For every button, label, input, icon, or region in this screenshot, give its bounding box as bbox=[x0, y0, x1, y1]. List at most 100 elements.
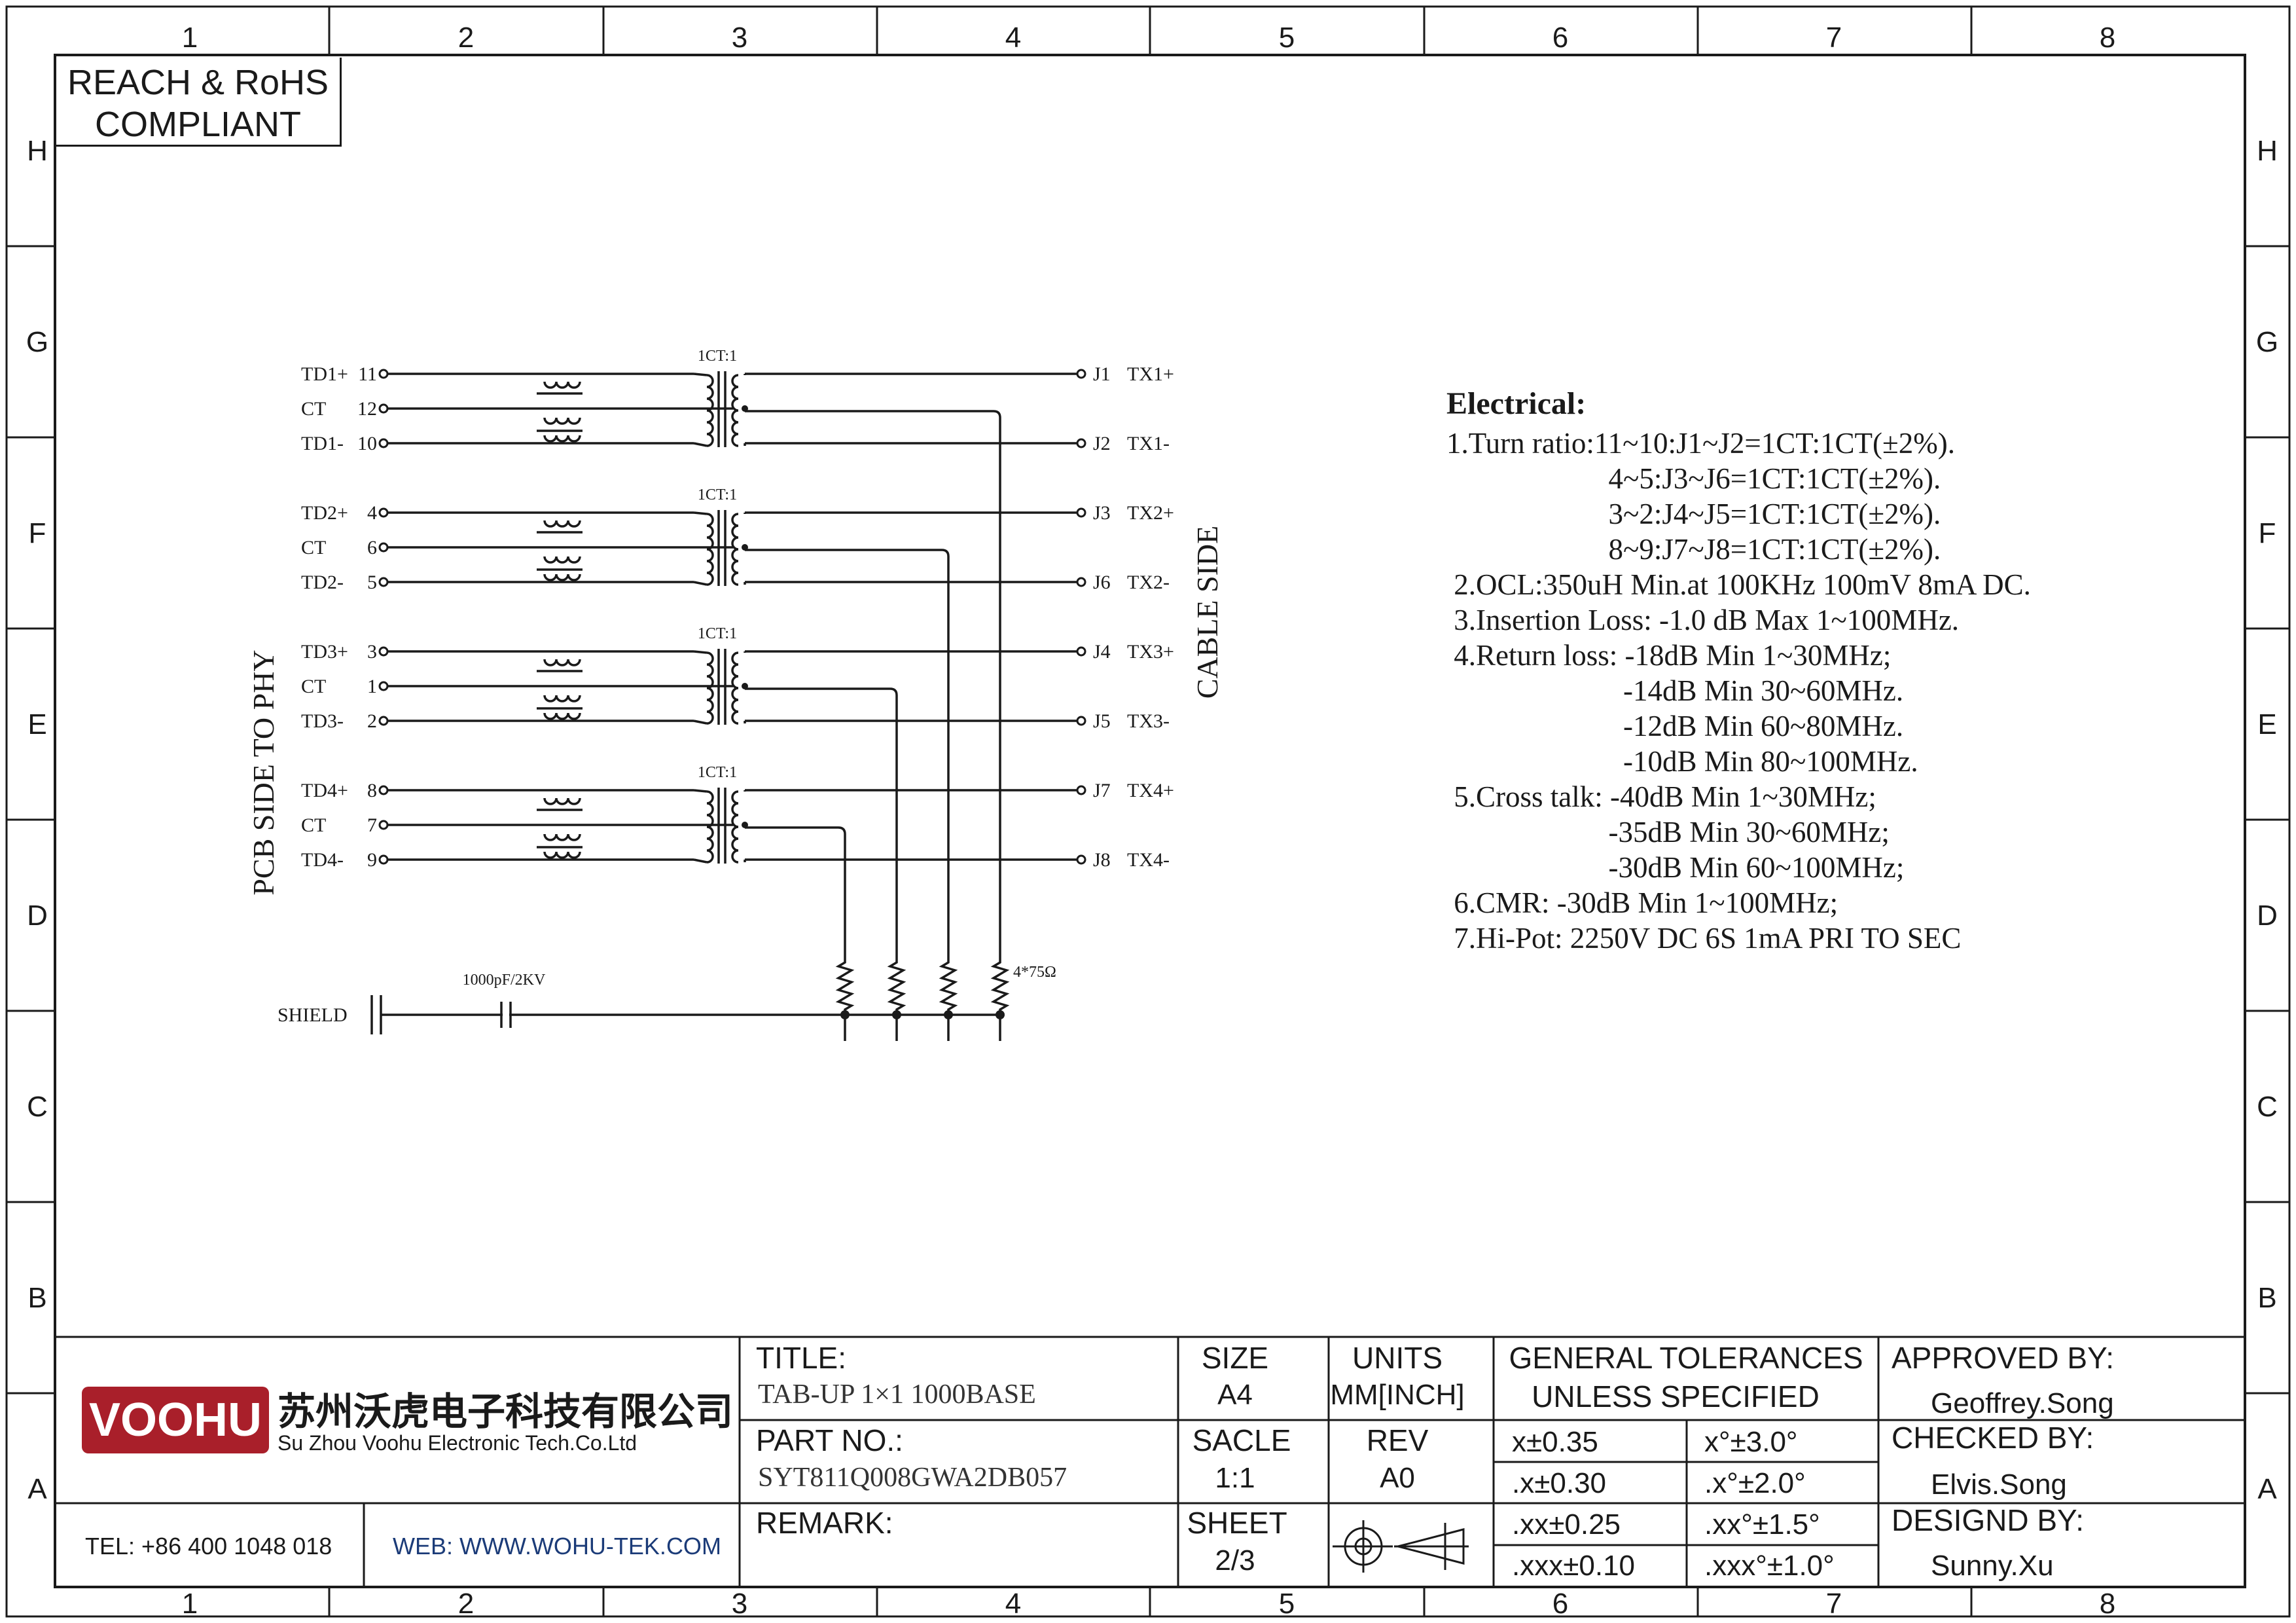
title-value: TAB-UP 1×1 1000BASE bbox=[758, 1379, 1036, 1410]
zone-row-right: B bbox=[2257, 1282, 2276, 1314]
jack-signal: TX2+ bbox=[1127, 502, 1174, 524]
pin-number: 9 bbox=[367, 849, 377, 871]
pin-number: 2 bbox=[367, 710, 377, 732]
spec-line: -30dB Min 60~100MHz; bbox=[1446, 851, 1905, 884]
jack-pin: J1 bbox=[1093, 363, 1111, 385]
pin-name: TD1- bbox=[301, 433, 344, 454]
linear-tolerance: x±0.35 bbox=[1512, 1426, 1598, 1458]
spec-line: 2.OCL:350uH Min.at 100KHz 100mV 8mA DC. bbox=[1446, 568, 2031, 601]
voohu-logo bbox=[82, 1387, 269, 1453]
zone-row-left: H bbox=[27, 135, 48, 167]
spec-line: 4.Return loss: -18dB Min 1~30MHz; bbox=[1446, 639, 1892, 672]
zone-row-left: C bbox=[27, 1091, 48, 1123]
pin-terminal bbox=[378, 820, 389, 830]
projection-symbol-icon bbox=[1333, 1520, 1469, 1573]
pin-terminal bbox=[378, 854, 389, 865]
linear-tolerance: .xx±0.25 bbox=[1512, 1508, 1621, 1541]
zone-column-top: 5 bbox=[1279, 22, 1295, 54]
spec-line: 5.Cross talk: -40dB Min 1~30MHz; bbox=[1446, 780, 1876, 813]
pin-terminal bbox=[378, 369, 389, 379]
title-block: VOOHU 苏州沃虎电子科技有限公司 Su Zhou Voohu Electro… bbox=[55, 1336, 2245, 1587]
pin-number: 3 bbox=[367, 641, 377, 663]
jack-signal: TX2- bbox=[1127, 572, 1170, 593]
size-value: A4 bbox=[1217, 1379, 1253, 1411]
rev-value: A0 bbox=[1380, 1462, 1415, 1494]
zone-column-bottom: 1 bbox=[182, 1588, 198, 1620]
pin-name: TD4- bbox=[301, 849, 344, 871]
pin-name: TD4+ bbox=[301, 780, 348, 801]
transformer-ratio-label: 1CT:1 bbox=[698, 764, 737, 781]
pin-number: 11 bbox=[358, 363, 377, 385]
zone-row-right: A bbox=[2257, 1473, 2277, 1505]
compliance-line-1: REACH & RoHS bbox=[67, 63, 329, 102]
checked-value: Elvis.Song bbox=[1931, 1468, 2067, 1501]
pin-number: 4 bbox=[367, 502, 377, 524]
zone-column-top: 7 bbox=[1826, 22, 1842, 54]
pin-name: CT bbox=[301, 537, 326, 558]
logo-text: VOOHU bbox=[89, 1394, 262, 1446]
sheet-value: 2/3 bbox=[1215, 1544, 1255, 1577]
output-terminal bbox=[1076, 716, 1086, 726]
pin-name: TD2- bbox=[301, 572, 344, 593]
output-terminal bbox=[1076, 785, 1086, 795]
units-value: MM[INCH] bbox=[1330, 1379, 1464, 1411]
approved-value: Geoffrey.Song bbox=[1931, 1387, 2114, 1419]
approved-label: APPROVED BY: bbox=[1892, 1341, 2114, 1375]
pin-number: 5 bbox=[367, 572, 377, 593]
jack-pin: J4 bbox=[1093, 641, 1111, 663]
jack-signal: TX3+ bbox=[1127, 641, 1174, 663]
zone-column-top: 4 bbox=[1005, 22, 1021, 54]
scale-value: 1:1 bbox=[1215, 1462, 1255, 1494]
electrical-spec-list: 1.Turn ratio:11~10:J1~J2=1CT:1CT(±2%). 4… bbox=[1446, 426, 2232, 956]
zone-column-top: 3 bbox=[732, 22, 747, 54]
jack-pin: J7 bbox=[1093, 780, 1111, 801]
zone-row-left: E bbox=[27, 708, 46, 740]
zone-row-left: B bbox=[27, 1282, 46, 1314]
zone-row-right: F bbox=[2259, 517, 2276, 549]
zone-row-left: D bbox=[27, 900, 48, 932]
angular-tolerance: .x°±2.0° bbox=[1704, 1467, 1806, 1499]
pin-terminal bbox=[378, 646, 389, 657]
web-address: WEB: WWW.WOHU-TEK.COM bbox=[393, 1533, 721, 1559]
pin-name: CT bbox=[301, 398, 326, 420]
spec-line: 3~2:J4~J5=1CT:1CT(±2%). bbox=[1446, 498, 1941, 530]
spec-line: -14dB Min 30~60MHz. bbox=[1446, 674, 1904, 707]
jack-pin: J8 bbox=[1093, 849, 1111, 871]
designed-label: DESIGND BY: bbox=[1892, 1503, 2084, 1537]
spec-line: 1.Turn ratio:11~10:J1~J2=1CT:1CT(±2%). bbox=[1446, 427, 1955, 460]
checked-label: CHECKED BY: bbox=[1892, 1421, 2094, 1455]
zone-column-bottom: 8 bbox=[2100, 1588, 2115, 1620]
zone-column-top: 1 bbox=[182, 22, 198, 54]
zone-row-right: H bbox=[2257, 135, 2278, 167]
electrical-specs: Electrical: 1.Turn ratio:11~10:J1~J2=1CT… bbox=[1446, 386, 2232, 956]
pin-number: 7 bbox=[367, 814, 377, 836]
cable-side-label: CABLE SIDE bbox=[1191, 526, 1224, 699]
remark-label: REMARK: bbox=[756, 1506, 893, 1540]
pin-name: CT bbox=[301, 676, 326, 697]
pin-terminal bbox=[378, 438, 389, 448]
capacitor-gap bbox=[503, 1011, 509, 1019]
output-terminal bbox=[1076, 577, 1086, 587]
scale-label: SACLE bbox=[1193, 1423, 1291, 1457]
pin-terminal bbox=[378, 785, 389, 795]
pin-terminal bbox=[378, 716, 389, 726]
spec-line: 8~9:J7~J8=1CT:1CT(±2%). bbox=[1446, 533, 1941, 566]
angular-tolerance: .xx°±1.5° bbox=[1704, 1508, 1820, 1541]
compliance-line-2: COMPLIANT bbox=[94, 105, 302, 144]
linear-tolerance: .x±0.30 bbox=[1512, 1467, 1606, 1499]
jack-signal: TX1- bbox=[1127, 433, 1170, 454]
zone-ticks bbox=[7, 7, 2289, 1616]
spec-line: 4~5:J3~J6=1CT:1CT(±2%). bbox=[1446, 462, 1941, 495]
tel-number: TEL: +86 400 1048 018 bbox=[85, 1533, 332, 1559]
zone-row-left: F bbox=[29, 517, 46, 549]
jack-signal: TX4+ bbox=[1127, 780, 1174, 801]
jack-signal: TX4- bbox=[1127, 849, 1170, 871]
zone-column-bottom: 4 bbox=[1005, 1588, 1021, 1620]
jack-signal: TX3- bbox=[1127, 710, 1170, 732]
pin-number: 8 bbox=[367, 780, 377, 801]
tolerance-title: GENERAL TOLERANCES bbox=[1509, 1341, 1863, 1375]
jack-pin: J2 bbox=[1093, 433, 1111, 454]
zone-row-right: D bbox=[2257, 900, 2278, 932]
